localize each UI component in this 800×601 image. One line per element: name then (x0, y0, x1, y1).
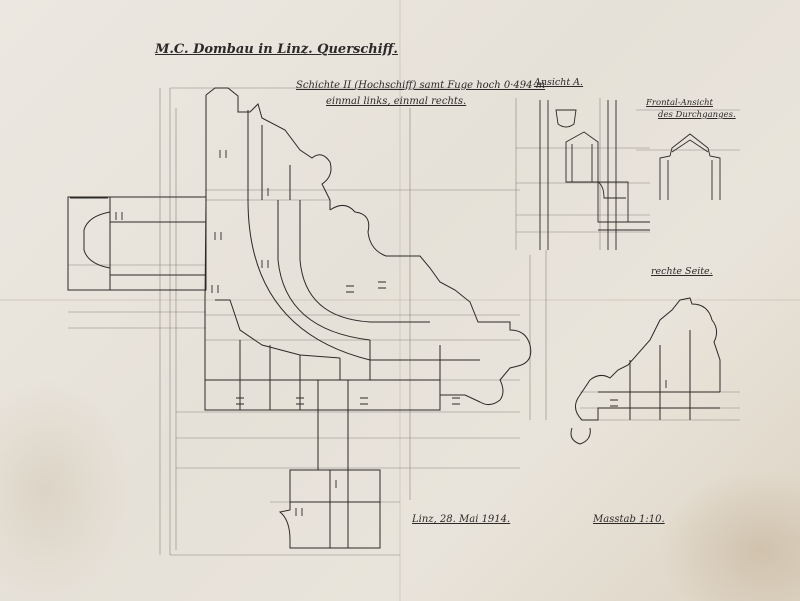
sides-caption: einmal links, einmal rechts. (326, 96, 467, 107)
right-side-view (570, 297, 721, 445)
drawing-title: M.C. Dombau in Linz. Querschiff. (155, 42, 398, 57)
right-side-caption: rechte Seite. (651, 266, 713, 277)
view-a-elevation (539, 100, 650, 250)
frontal-view-caption: Frontal-Ansicht (646, 98, 713, 108)
frontal-view-caption-line2: des Durchganges. (658, 110, 736, 120)
frontal-view (659, 133, 721, 200)
layer-caption: Schichte II (Hochschiff) samt Fuge hoch … (296, 80, 546, 91)
scale-caption: Masstab 1:10. (593, 514, 665, 525)
joint-markers (115, 150, 667, 516)
plan-outline (67, 87, 532, 549)
date-caption: Linz, 28. Mai 1914. (412, 514, 511, 525)
paper-stain (0, 380, 130, 600)
view-a-caption: Ansicht A. (534, 77, 584, 88)
